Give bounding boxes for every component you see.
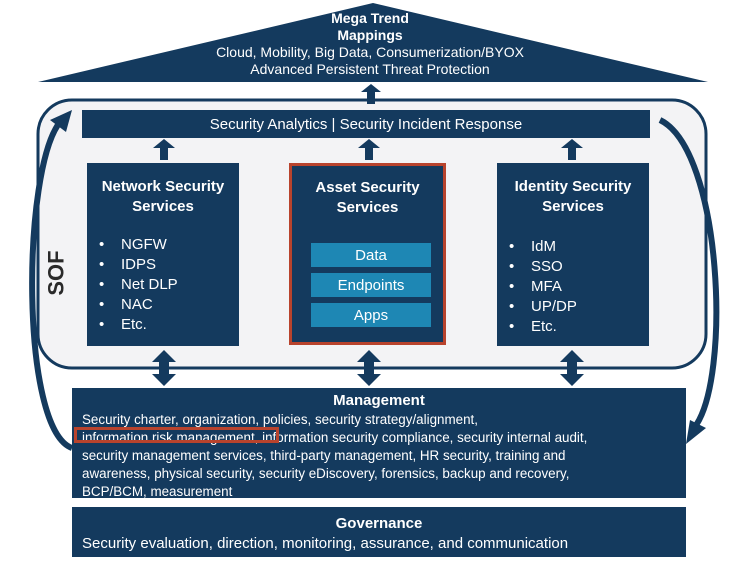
roof-title-line1: Mega Trend	[331, 10, 409, 26]
list-item: NAC	[99, 295, 178, 315]
list-item: NGFW	[99, 235, 178, 255]
management-box: Management Security charter, organizatio…	[72, 388, 686, 499]
list-item: Etc.	[509, 317, 577, 337]
arrow-asset-to-bar	[358, 139, 380, 160]
management-title: Management	[333, 392, 425, 409]
arrow-identity-to-bar	[561, 139, 583, 160]
left-loop-arrowhead	[50, 110, 72, 132]
sof-label: SOF	[43, 250, 69, 296]
list-item: Net DLP	[99, 275, 178, 295]
asset-title-line2: Services	[336, 199, 399, 216]
mega-trend-roof: Mega Trend Mappings Cloud, Mobility, Big…	[120, 10, 620, 78]
network-title-line2: Services	[132, 198, 194, 215]
roof-title-line2: Mappings	[337, 27, 403, 43]
security-analytics-bar: Security Analytics | Security Incident R…	[82, 110, 650, 138]
right-loop-arrow	[658, 117, 720, 430]
asset-security-services-box: Asset Security Services Data Endpoints A…	[289, 163, 446, 345]
list-item: SSO	[509, 257, 577, 277]
asset-title-line1: Asset Security	[315, 179, 420, 196]
roof-sub-line1: Cloud, Mobility, Big Data, Consumerizati…	[216, 44, 524, 60]
network-security-services-box: Network Security Services NGFW IDPS Net …	[87, 163, 239, 346]
roof-sub-line2: Advanced Persistent Threat Protection	[250, 61, 490, 77]
list-item: IdM	[509, 237, 577, 257]
identity-service-list: IdM SSO MFA UP/DP Etc.	[509, 237, 577, 337]
governance-box: Governance Security evaluation, directio…	[72, 507, 686, 557]
arrow-identity-mgmt	[560, 350, 584, 386]
list-item: IDPS	[99, 255, 178, 275]
asset-item-apps: Apps	[311, 303, 431, 327]
risk-management-highlight	[74, 427, 279, 443]
asset-item-data: Data	[311, 243, 431, 267]
network-service-list: NGFW IDPS Net DLP NAC Etc.	[99, 235, 178, 335]
identity-title-line1: Identity Security	[514, 178, 632, 195]
management-body: Security charter, organization, policies…	[82, 412, 588, 499]
asset-item-endpoints: Endpoints	[311, 273, 431, 297]
network-title-line1: Network Security	[101, 178, 225, 195]
list-item: UP/DP	[509, 297, 577, 317]
arrow-asset-mgmt	[357, 350, 381, 386]
arrow-network-mgmt	[152, 350, 176, 386]
governance-body: Security evaluation, direction, monitori…	[82, 535, 569, 552]
list-item: Etc.	[99, 315, 178, 335]
governance-title: Governance	[335, 515, 423, 532]
left-loop-arrow	[29, 120, 74, 451]
arrow-bar-to-roof	[361, 84, 381, 104]
arrow-network-to-bar	[153, 139, 175, 160]
identity-security-services-box: Identity Security Services IdM SSO MFA U…	[497, 163, 649, 346]
right-loop-arrowhead	[686, 420, 706, 444]
list-item: MFA	[509, 277, 577, 297]
identity-title-line2: Services	[542, 198, 604, 215]
roof-shape	[38, 3, 708, 82]
